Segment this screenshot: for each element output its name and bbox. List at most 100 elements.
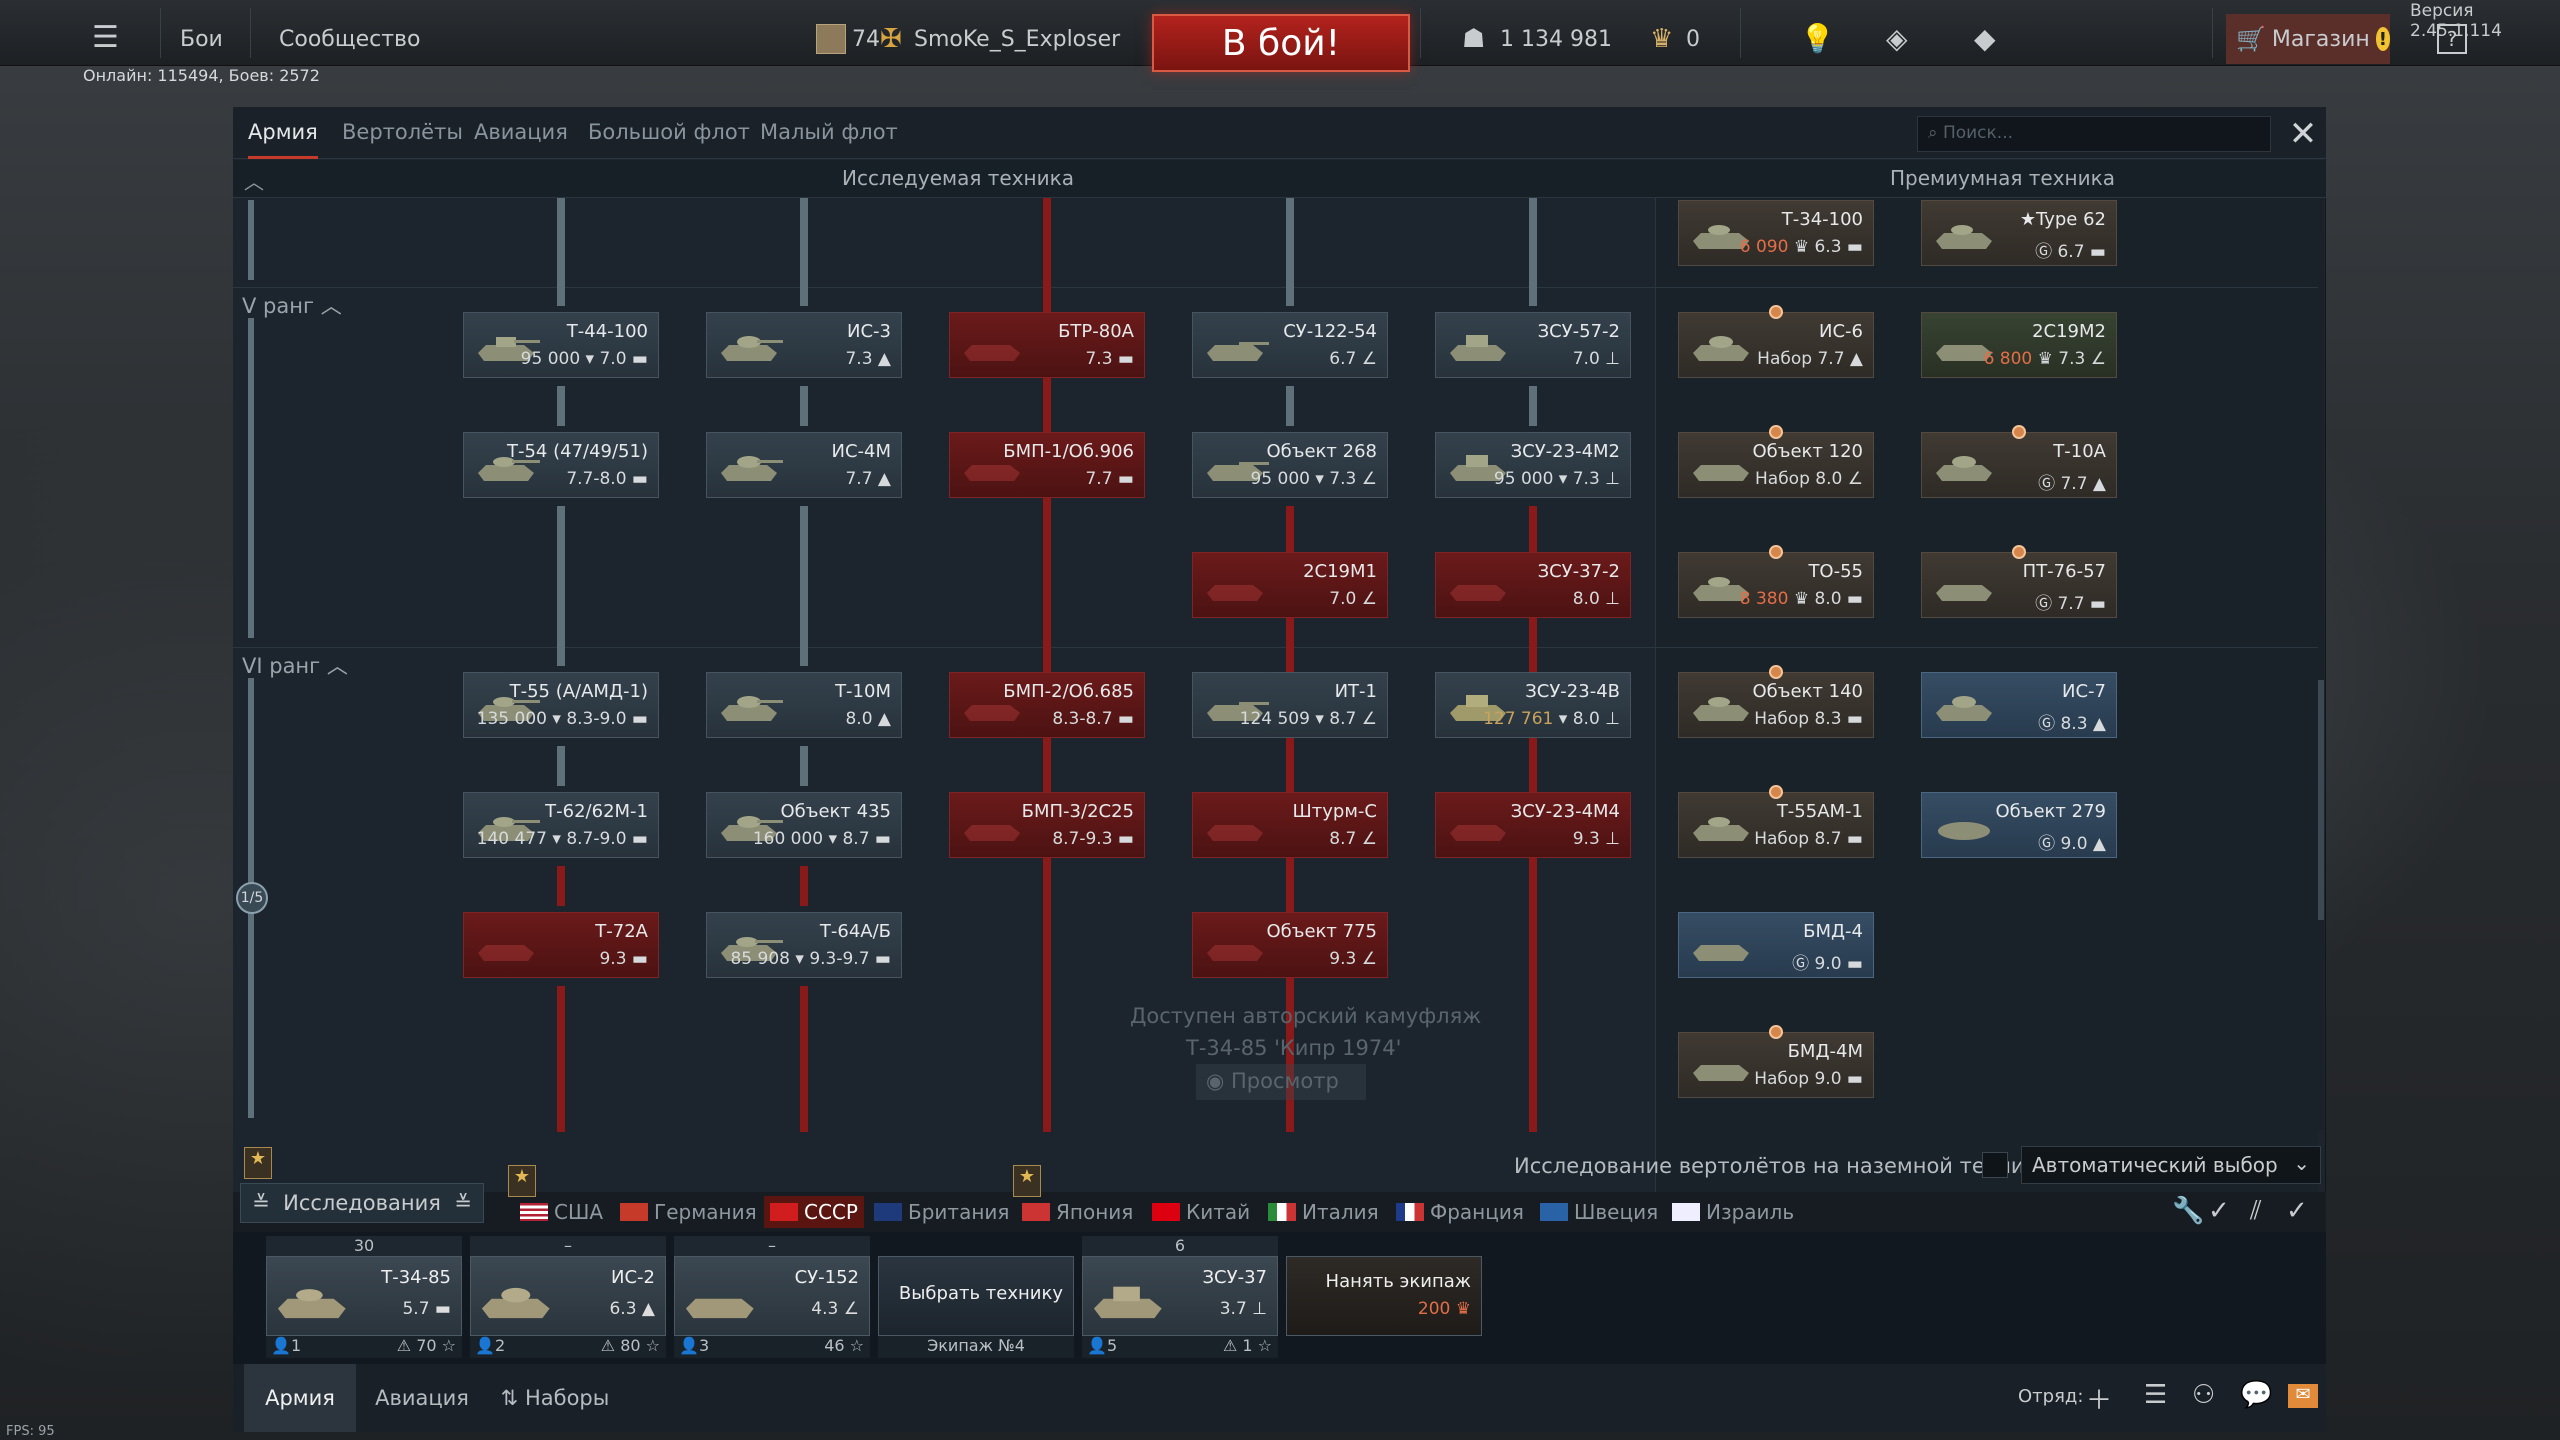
nation-china[interactable]: Китай [1152, 1200, 1250, 1224]
collapse-icon[interactable]: ︿ [244, 170, 264, 194]
auto-select-dropdown[interactable]: Автоматический выбор⌄ [2021, 1146, 2321, 1184]
mail-icon[interactable]: ✉ [2288, 1384, 2318, 1408]
to-battle-button[interactable]: В бой! [1152, 14, 1410, 72]
tab-bluewater-fleet[interactable]: Большой флот [588, 120, 750, 144]
nation-sweden[interactable]: Швеция [1540, 1200, 1658, 1224]
tab-aviation[interactable]: Авиация [474, 120, 568, 144]
search-input[interactable]: ⌕ Поиск... [1917, 116, 2271, 152]
bottom-tab-army[interactable]: Армия [244, 1364, 356, 1432]
bottom-tab-sets[interactable]: ⇅ Наборы [500, 1386, 610, 1410]
repair-all-icon[interactable]: ⫽ [2250, 1196, 2262, 1226]
nation-italy[interactable]: Италия [1268, 1200, 1379, 1224]
research-button[interactable]: ≚ Исследования ≚ [240, 1183, 484, 1223]
marketplace-icon[interactable]: ◈ [1886, 22, 1908, 55]
tank-icon [1450, 335, 1506, 361]
nation-germany[interactable]: Германия [620, 1200, 757, 1224]
nation-israel[interactable]: Израиль [1672, 1200, 1794, 1224]
coupon-icon[interactable]: ◆ [1974, 22, 1996, 55]
tab-army[interactable]: Армия [248, 120, 318, 159]
vehicle-card[interactable]: Т-55 (А/АМД-1)135 000 ▾ 8.3-9.0 ▬ [463, 672, 659, 738]
scrollbar-track[interactable] [2318, 198, 2324, 1130]
nation-france[interactable]: Франция [1396, 1200, 1524, 1224]
wrench-icon[interactable]: 🔧 [2172, 1196, 2205, 1226]
tab-helicopters[interactable]: Вертолёты [342, 120, 463, 144]
nation-japan[interactable]: Япония [1022, 1200, 1133, 1224]
tank-icon [721, 816, 783, 841]
rank-6-label[interactable]: VI ранг ︿ [242, 654, 348, 678]
nation-ussr[interactable]: СССР [764, 1196, 864, 1228]
username[interactable]: SmoKe_S_Exploser [914, 27, 1121, 52]
rank-emblem-icon: ✠ [880, 24, 902, 54]
help-button[interactable]: ? [2437, 24, 2467, 54]
nation-britain[interactable]: Британия [874, 1200, 1009, 1224]
tank-icon [1936, 585, 1992, 601]
shop-button[interactable]: 🛒Магазин! [2226, 14, 2390, 64]
scrollbar-thumb[interactable] [2318, 680, 2324, 920]
menu-icon[interactable]: ☰ [92, 20, 119, 55]
heli-research-checkbox[interactable] [1982, 1152, 2008, 1178]
avatar[interactable] [816, 24, 846, 54]
rank-5-label[interactable]: V ранг ︿ [242, 294, 342, 318]
tab-coastal-fleet[interactable]: Малый флот [760, 120, 898, 144]
lightbulb-icon[interactable]: 💡 [1800, 22, 1835, 55]
checkmark-icon[interactable]: ✓ [2286, 1196, 2308, 1226]
battles-menu[interactable]: Бои [180, 27, 223, 52]
eye-icon: ◉ [1206, 1069, 1225, 1093]
close-button[interactable]: ✕ [2288, 114, 2318, 154]
plus-icon[interactable]: ＋ [2086, 1386, 2113, 1416]
friends-icon[interactable]: ⚇ [2192, 1380, 2216, 1410]
community-menu[interactable]: Сообщество [279, 27, 421, 52]
vehicle-card[interactable]: Т-54 (47/49/51)7.7-8.0 ▬ [463, 432, 659, 498]
list-icon[interactable]: ☰ [2144, 1380, 2168, 1410]
checkmark-icon[interactable]: ✓ [2208, 1196, 2230, 1226]
bottom-tab-aviation[interactable]: Авиация [375, 1386, 469, 1410]
chat-icon[interactable]: 💬 [2240, 1380, 2273, 1410]
camo-preview-button[interactable]: ◉ Просмотр [1196, 1064, 1366, 1100]
tank-icon [1693, 1065, 1749, 1081]
nation-usa[interactable]: США [520, 1200, 603, 1224]
